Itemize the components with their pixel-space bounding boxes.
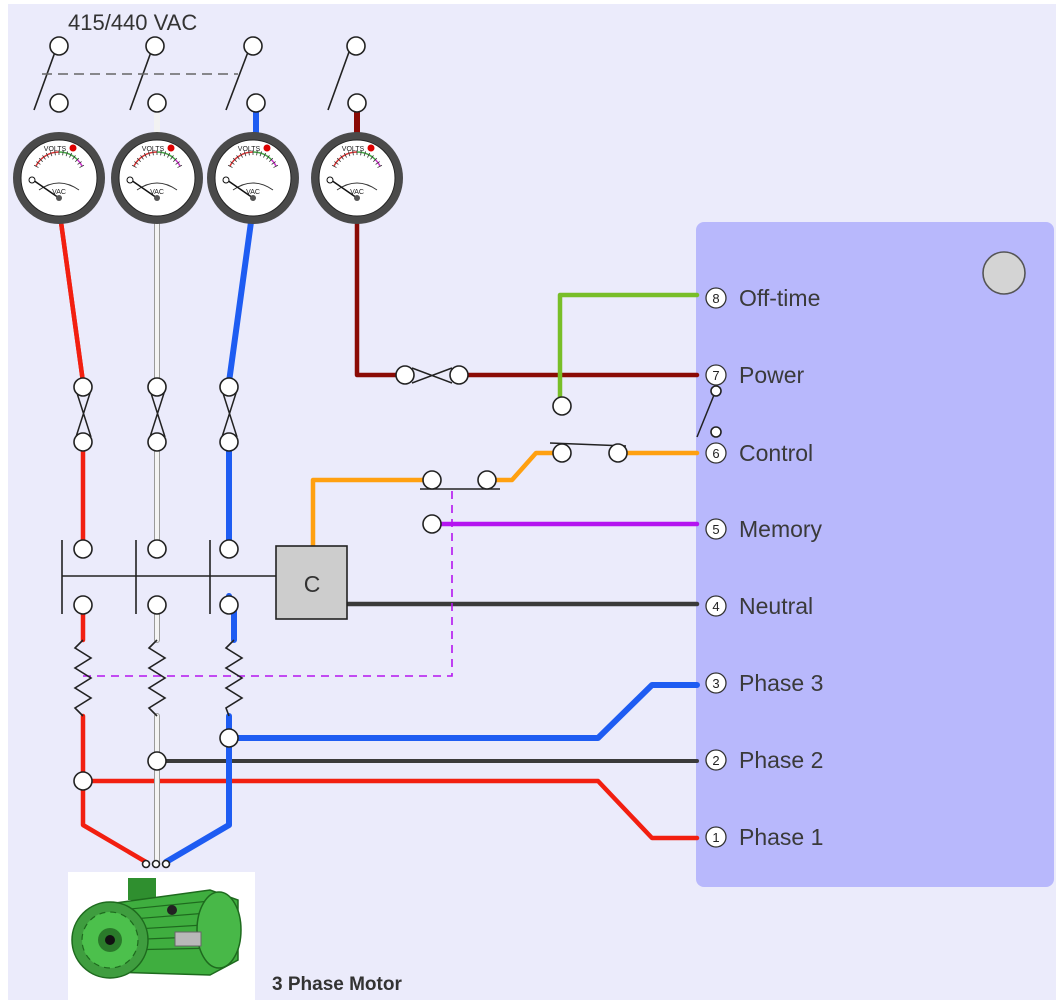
controller-panel — [696, 222, 1054, 887]
terminal-label: Neutral — [739, 593, 813, 619]
terminal-number-badge — [705, 287, 727, 309]
motor-label: 3 Phase Motor — [272, 974, 402, 995]
voltmeter-title: VOLTS — [44, 146, 67, 153]
voltmeter-unit: VAC — [52, 189, 66, 196]
voltmeter: VOLTS VAC — [207, 132, 299, 224]
terminal-nodes — [49, 36, 722, 869]
terminal-number-badge — [705, 672, 727, 694]
voltmeter: VOLTS VAC — [311, 132, 403, 224]
terminal-5: 5 Memory — [705, 516, 823, 542]
terminal-label: Control — [739, 440, 813, 466]
terminal-number: 5 — [712, 522, 719, 537]
terminal-label: Off-time — [739, 285, 820, 311]
overload-heaters — [73, 639, 244, 717]
fuses — [75, 367, 453, 438]
contactor-linkage — [61, 540, 276, 614]
terminal-number: 3 — [712, 676, 719, 691]
terminal-number-badge — [705, 826, 727, 848]
voltmeter-unit: VAC — [150, 189, 164, 196]
contactor-label: C — [304, 571, 321, 597]
voltmeter-title: VOLTS — [342, 146, 365, 153]
terminal-8: 8 Off-time — [705, 285, 820, 311]
terminal-1: 1 Phase 1 — [705, 824, 823, 850]
voltmeter: VOLTS VAC — [13, 132, 105, 224]
supply-label: 415/440 VAC — [68, 10, 197, 35]
terminal-label: Phase 2 — [739, 747, 823, 773]
voltmeter-title: VOLTS — [142, 146, 165, 153]
motor-image — [68, 872, 255, 1000]
terminal-number-badge — [705, 749, 727, 771]
voltmeter-title: VOLTS — [238, 146, 261, 153]
terminal-6: 6 Control — [705, 440, 813, 466]
terminal-number: 7 — [712, 368, 719, 383]
phase1-wire-main — [58, 219, 700, 865]
terminal-number: 2 — [712, 753, 719, 768]
voltmeter-unit: VAC — [350, 189, 364, 196]
power-wire — [354, 219, 700, 378]
terminal-7: 7 Power — [705, 362, 805, 388]
terminal-number: 8 — [712, 291, 719, 306]
terminal-3: 3 Phase 3 — [705, 670, 823, 696]
terminal-number-badge — [705, 442, 727, 464]
terminal-label: Power — [739, 362, 805, 388]
indicator-lamp — [982, 251, 1026, 295]
contactor-box — [275, 545, 348, 620]
control-wire — [310, 450, 700, 549]
terminal-label: Memory — [739, 516, 823, 542]
voltmeters: VOLTS VAC VOLTS VAC VOLTS VAC VOLTS VAC — [13, 132, 403, 224]
terminal-4: 4 Neutral — [705, 593, 813, 619]
memory-dashed-link — [83, 491, 453, 677]
voltmeter-unit: VAC — [246, 189, 260, 196]
terminal-number: 4 — [712, 599, 719, 614]
offtime-wire — [557, 292, 700, 400]
terminal-2: 2 Phase 2 — [705, 747, 823, 773]
terminal-number: 6 — [712, 446, 719, 461]
voltmeter: VOLTS VAC — [111, 132, 203, 224]
terminal-number: 1 — [712, 830, 719, 845]
terminal-number-badge — [705, 364, 727, 386]
terminal-number-badge — [705, 595, 727, 617]
terminal-label: Phase 3 — [739, 670, 823, 696]
supply-switches — [33, 51, 350, 111]
terminal-number-badge — [705, 518, 727, 540]
terminal-label: Phase 1 — [739, 824, 823, 850]
